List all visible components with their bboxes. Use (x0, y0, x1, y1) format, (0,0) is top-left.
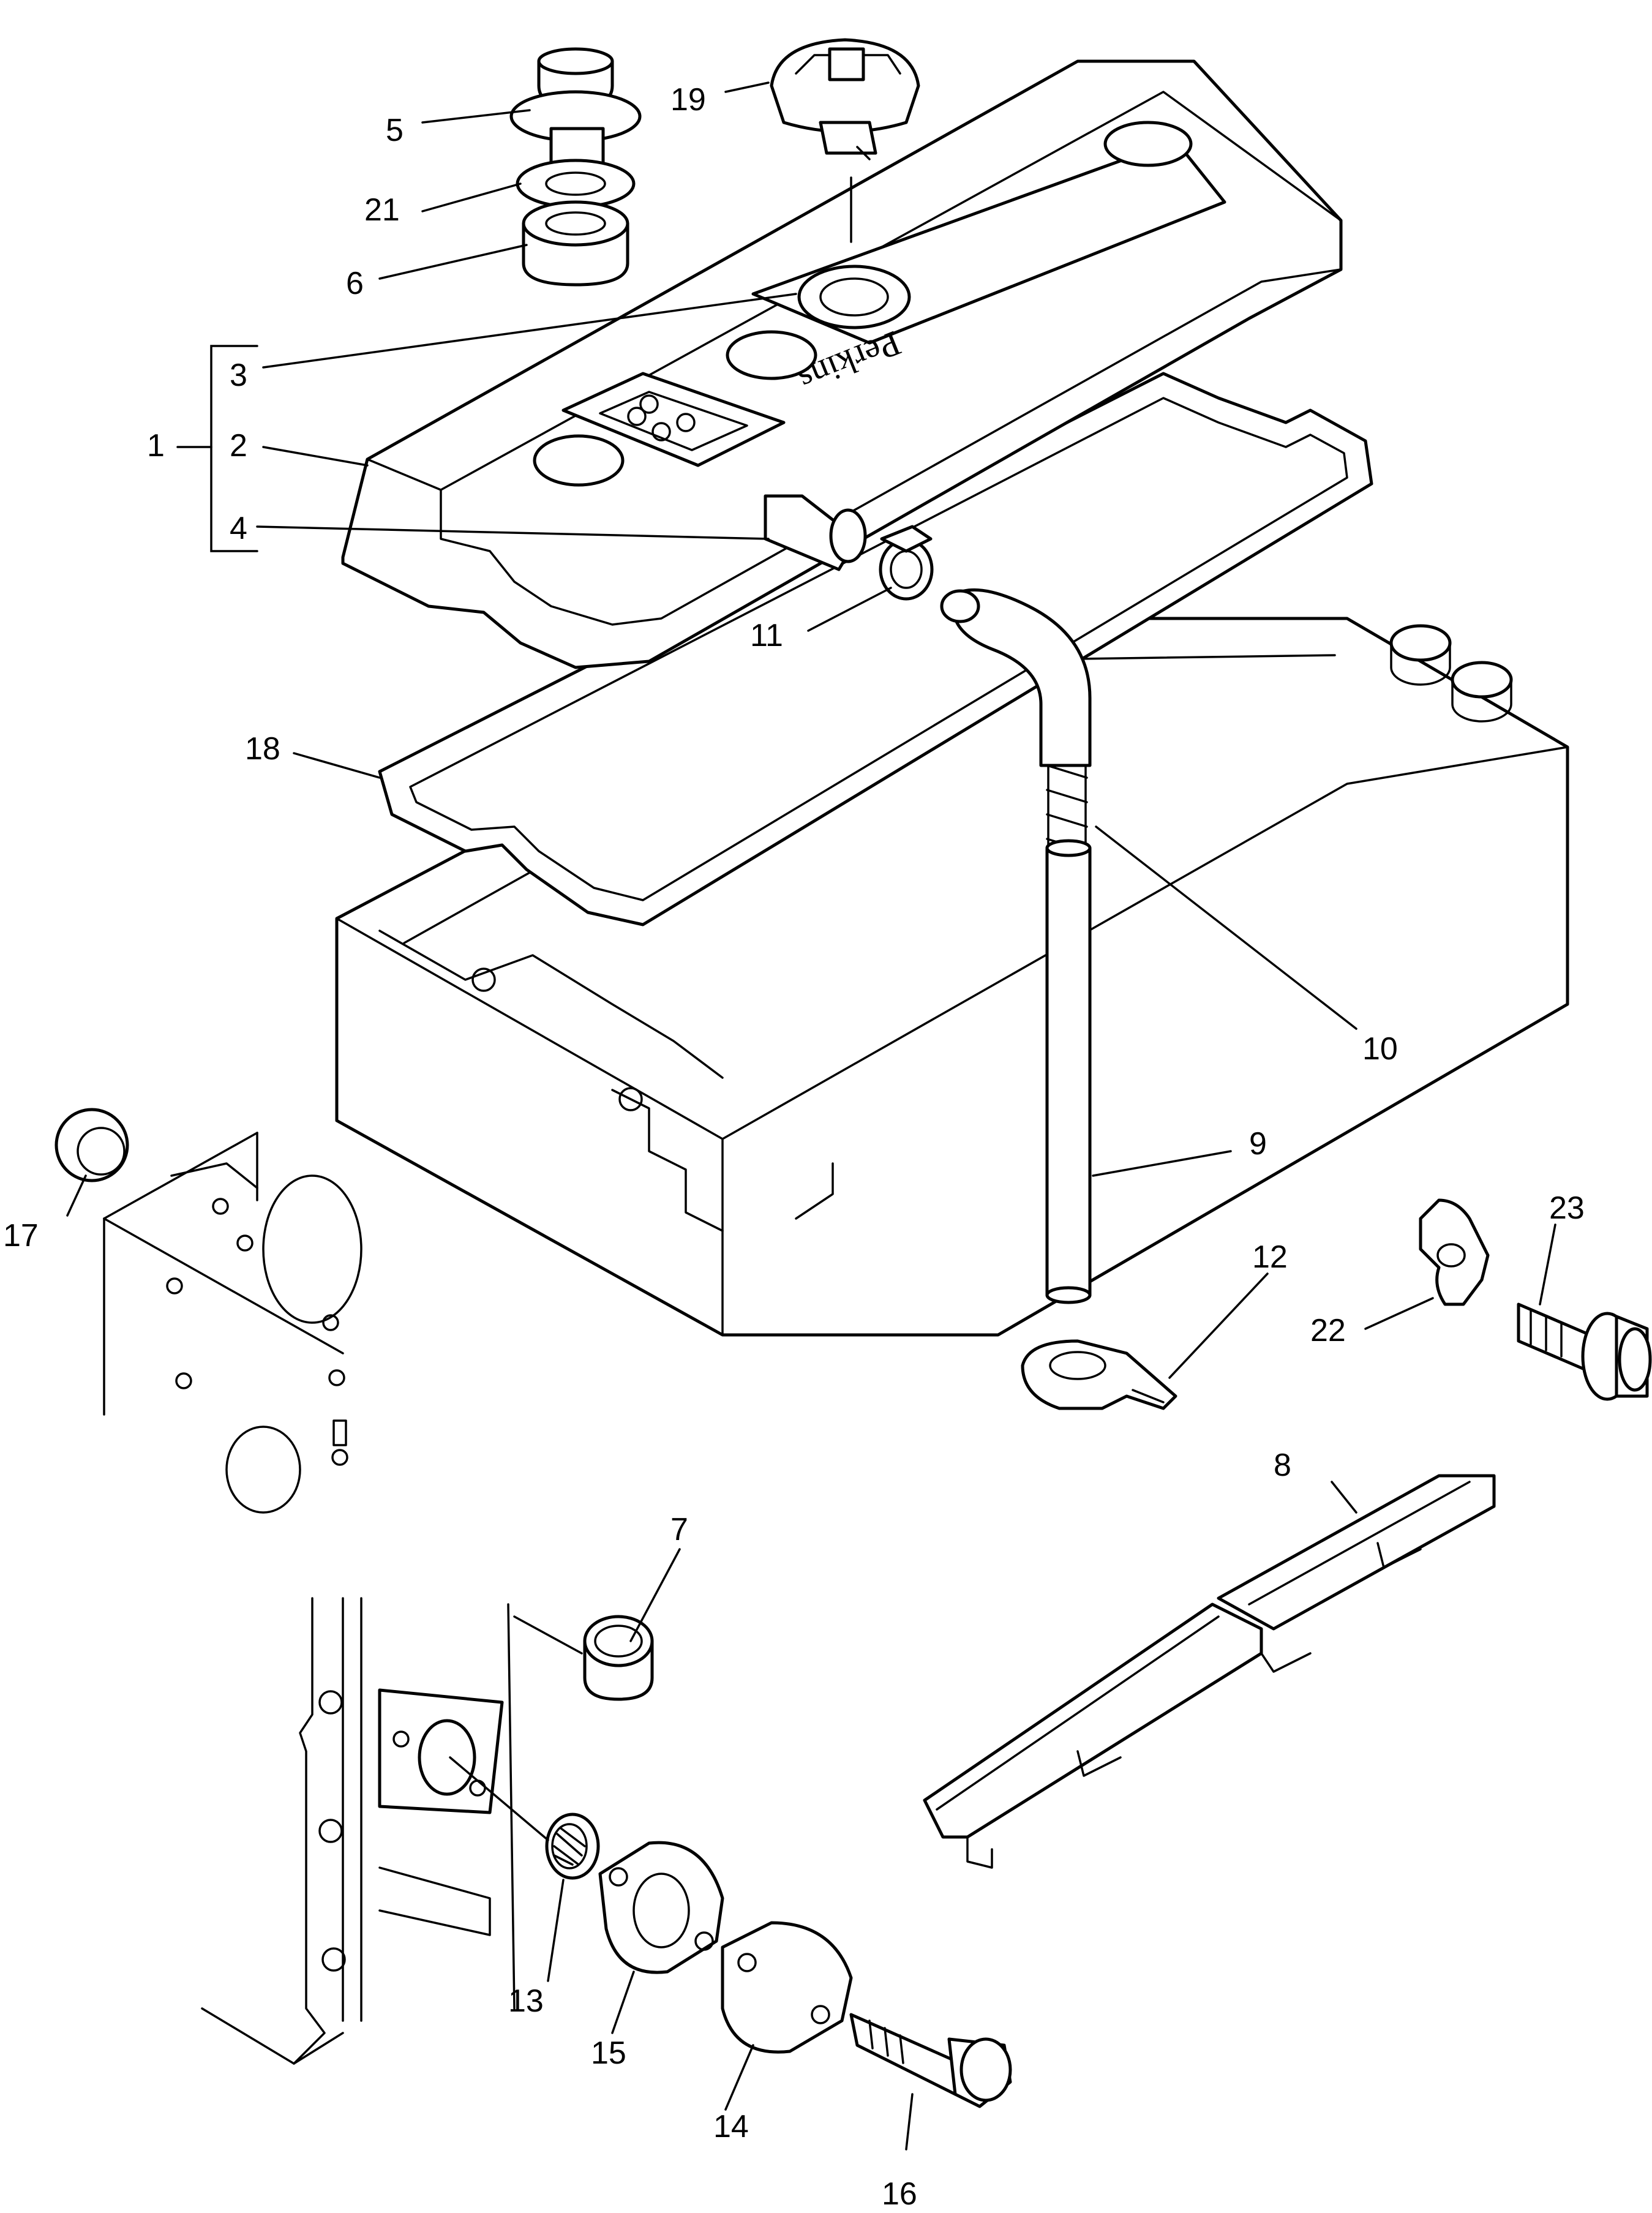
breather-hose (940, 588, 1092, 767)
callout-23: 23 (1549, 1190, 1585, 1226)
filler-port (797, 265, 911, 329)
callout-5: 5 (386, 113, 404, 148)
callout-14: 14 (713, 2109, 749, 2144)
rocker-rail (923, 1474, 1496, 1869)
callout-1: 1 (147, 428, 165, 464)
assembly-bracket (176, 345, 258, 552)
washer (516, 159, 636, 209)
callout-2: 2 (230, 428, 247, 464)
callout-8: 8 (1274, 1448, 1291, 1483)
callout-19: 19 (670, 82, 706, 118)
callout-12: 12 (1252, 1239, 1288, 1275)
strainer (545, 1813, 600, 1880)
cover-plate (721, 1921, 853, 2054)
expansion-plug (583, 1615, 654, 1701)
callout-13: 13 (508, 1983, 544, 2019)
hose-clip (879, 525, 934, 601)
cover-gasket (598, 1841, 724, 1974)
callout-7: 7 (670, 1512, 688, 1547)
cover-bolt (509, 47, 642, 167)
breather-plate (561, 372, 786, 467)
breather-outlet (764, 494, 867, 571)
callout-9: 9 (1249, 1126, 1267, 1162)
callout-10: 10 (1362, 1031, 1398, 1067)
callout-22: 22 (1310, 1313, 1346, 1348)
callout-labels: 1 2 3 4 5 6 7 8 9 10 11 12 13 14 15 16 1… (3, 82, 1585, 2212)
core-plug (54, 1108, 129, 1182)
leader-lines (66, 81, 1556, 2151)
hex-bolt (849, 2013, 1012, 2108)
rocker-cover: Perkins (341, 59, 1343, 669)
callout-21: 21 (364, 192, 400, 228)
flange-bolt (1517, 1302, 1652, 1401)
filler-cap (770, 38, 920, 160)
callout-11: 11 (750, 618, 783, 653)
callout-18: 18 (245, 731, 280, 767)
locking-tab (1419, 1198, 1490, 1306)
callout-16: 16 (882, 2176, 917, 2212)
callout-4: 4 (230, 511, 247, 546)
cylinder-block (103, 1132, 362, 1514)
callout-6: 6 (346, 266, 364, 301)
cover-support-clip (1021, 1339, 1177, 1410)
callout-3: 3 (230, 358, 247, 393)
callout-15: 15 (591, 2035, 626, 2071)
block-side (201, 1597, 583, 2065)
callout-17: 17 (3, 1218, 39, 1253)
rocker-cover-gasket (378, 372, 1373, 926)
bolt-seal (522, 200, 629, 287)
dipstick-tube (1045, 839, 1092, 1304)
spring (1046, 764, 1088, 859)
